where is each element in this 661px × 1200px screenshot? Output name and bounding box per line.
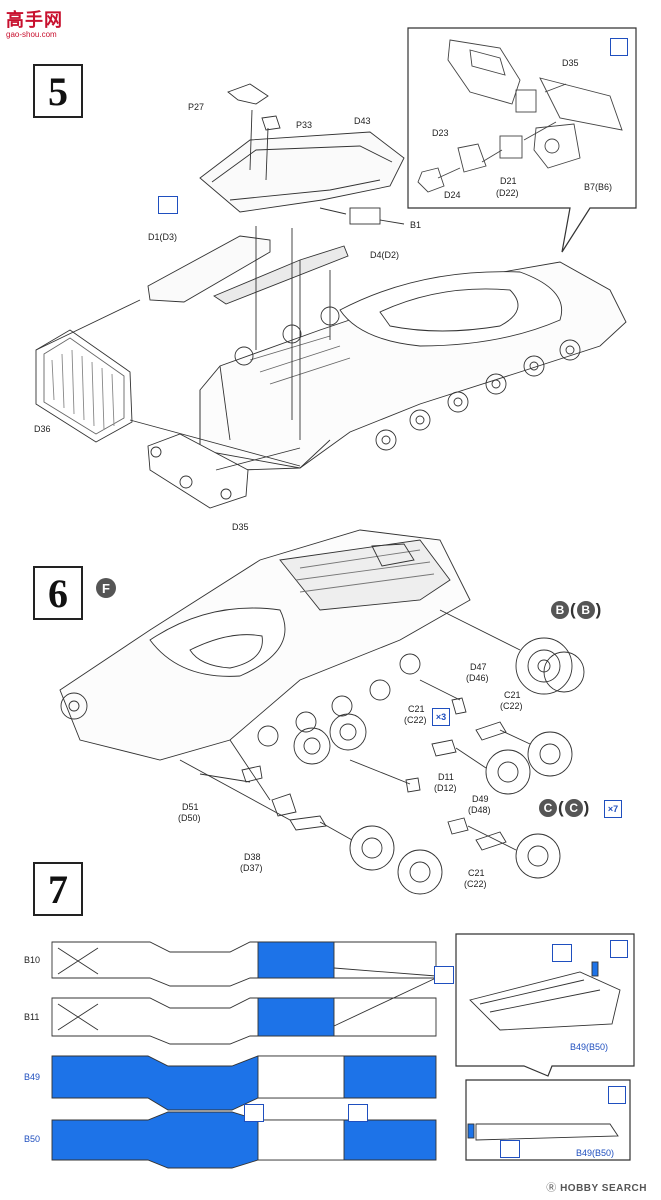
part-label: D47 — [470, 662, 487, 672]
part-label: D43 — [354, 116, 371, 126]
multiplier-badge: ×3 — [432, 708, 450, 726]
part-label: D36 — [34, 424, 51, 434]
track-label-b49: B49 — [24, 1072, 41, 1082]
sprue-c-badge: C(C) — [538, 798, 589, 818]
inset-part-label: (D22) — [496, 188, 519, 198]
part-label: (C22) — [404, 715, 427, 725]
inset-part-label: D23 — [432, 128, 449, 138]
sprue-f-badge: F — [96, 578, 116, 598]
part-label: (D12) — [434, 783, 457, 793]
cement-icon — [434, 966, 454, 984]
part-label: (D50) — [178, 813, 201, 823]
step-number-5: 5 — [33, 64, 83, 118]
inset-part-label: B7(B6) — [584, 182, 613, 192]
part-label: (D37) — [240, 863, 263, 873]
part-label: (C22) — [464, 879, 487, 889]
part-label: D4(D2) — [370, 250, 400, 260]
part-label: D38 — [244, 852, 261, 862]
inset-bottom-label: B49(B50) — [576, 1148, 615, 1158]
step7-inset-top-frame — [455, 933, 635, 1077]
part-label: C21 — [408, 704, 425, 714]
track-label-b50: B50 — [24, 1134, 41, 1144]
inset-part-label: D24 — [444, 190, 461, 200]
sprue-c-circle: C — [539, 799, 557, 817]
track-label-b10: B10 — [24, 955, 41, 965]
sprue-c-paren-circle: C — [564, 799, 583, 817]
part-label: (D48) — [468, 805, 491, 815]
part-label: D11 — [438, 772, 454, 782]
part-label: (C22) — [500, 701, 523, 711]
part-label: D49 — [472, 794, 489, 804]
multiplier-badge: ×7 — [604, 800, 622, 818]
dropper-icon — [610, 38, 628, 56]
part-label: D1(D3) — [148, 232, 178, 242]
sprue-b-circle: B — [551, 601, 569, 619]
hobby-search-watermark: Ⓡ HOBBY SEARCH — [546, 1179, 647, 1194]
cement-icon — [500, 1140, 520, 1158]
part-label: D51 — [182, 802, 199, 812]
part-label: P27 — [188, 102, 205, 112]
cement-icon — [552, 944, 572, 962]
step7-inset-parts — [467, 961, 621, 1141]
watermark-brand: HOBBY SEARCH — [560, 1183, 647, 1194]
cement-icon — [158, 196, 178, 214]
watermark-logo: 高手网 gao-shou.com — [6, 6, 68, 42]
watermark-sub: gao-shou.com — [6, 30, 57, 39]
part-label: (D46) — [466, 673, 489, 683]
track-label-b11: B11 — [24, 1012, 40, 1022]
part-label: P33 — [296, 120, 313, 130]
watermark-main: 高手网 — [6, 10, 63, 31]
part-label: B1 — [410, 220, 422, 230]
inset-part-label: D35 — [562, 58, 579, 68]
part-label: C21 — [468, 868, 485, 878]
dropper-icon — [610, 940, 628, 958]
step5-hull — [35, 83, 627, 509]
part-label: D35 — [232, 522, 249, 532]
step-number-6: 6 — [33, 566, 83, 620]
part-label: C21 — [504, 690, 521, 700]
watermark-mark: Ⓡ — [546, 1183, 557, 1194]
cement-icon — [244, 1104, 264, 1122]
sprue-b-paren-circle: B — [576, 601, 595, 619]
step-number-7: 7 — [33, 862, 83, 916]
inset-top-label: B49(B50) — [570, 1042, 609, 1052]
step7-track-parts — [51, 941, 437, 1169]
sprue-b-badge: B(B) — [550, 600, 601, 620]
cement-icon — [348, 1104, 368, 1122]
step6-hull — [59, 529, 585, 895]
step5-inset-parts — [417, 39, 623, 193]
inset-part-label: D21 — [500, 176, 517, 186]
dropper-icon — [608, 1086, 626, 1104]
